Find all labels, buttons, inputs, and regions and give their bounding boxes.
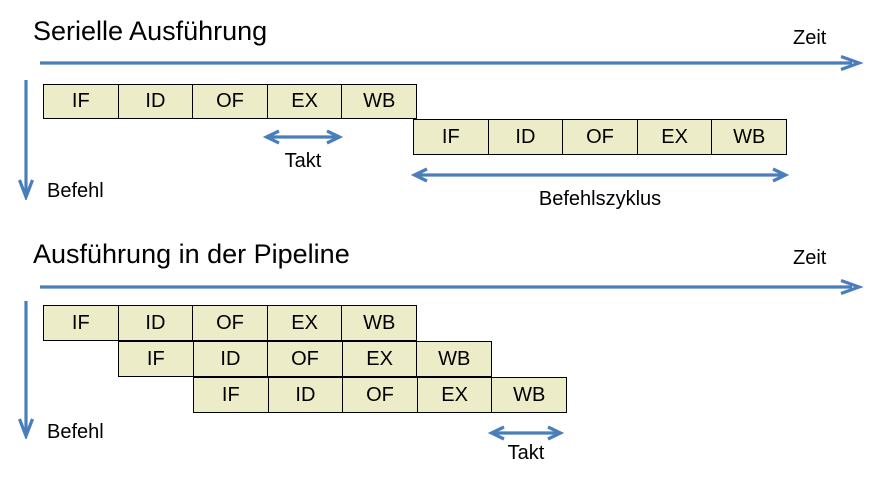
stage-box: EX	[268, 306, 343, 340]
stage-box: EX	[418, 378, 493, 412]
stage-box: OF	[193, 85, 268, 118]
stage-box: OF	[268, 342, 343, 376]
serial-section-title: Serielle Ausführung	[33, 16, 268, 46]
pipeline-section-title: Ausführung in der Pipeline	[33, 239, 350, 269]
pipeline-zeit-label: Zeit	[793, 247, 827, 269]
stage-box: WB	[363, 311, 396, 334]
stage-box: IF	[194, 378, 269, 412]
pipeline-takt-label: Takt	[507, 442, 545, 464]
stage-box: ID	[194, 342, 269, 376]
stage-box: IF	[119, 342, 194, 376]
befehlszyklus-label: Befehlszyklus	[538, 188, 662, 210]
stage-box: OF	[343, 378, 418, 412]
stage-box: ID	[119, 85, 194, 118]
stage-box: OF	[563, 120, 638, 154]
pipeline-zeit-arrow-icon	[40, 278, 864, 296]
stage-box: ID	[119, 306, 194, 340]
serial-zeit-arrow-icon	[40, 54, 864, 72]
stage-box: ID	[269, 378, 344, 412]
stage-box: IF	[44, 306, 119, 340]
stage-box: EX	[268, 85, 343, 118]
stage-box: WB	[363, 90, 396, 112]
serial-takt-label: Takt	[284, 150, 322, 172]
stage-box: WB	[513, 383, 546, 406]
pipeline-befehl-arrow-icon	[18, 301, 34, 439]
stage-box: EX	[638, 120, 713, 154]
stage-box: ID	[489, 120, 564, 154]
serial-befehl-label: Befehl	[47, 180, 104, 202]
stage-box: EX	[343, 342, 418, 376]
pipeline-befehl-label: Befehl	[47, 421, 104, 443]
stage-box: IF	[414, 120, 489, 154]
serial-befehl-arrow-icon	[18, 80, 34, 200]
serial-zeit-label: Zeit	[793, 27, 827, 49]
serial-takt-arrow-icon	[262, 129, 344, 145]
stage-box: WB	[733, 125, 766, 148]
stage-box: OF	[193, 306, 268, 340]
stage-box: WB	[438, 347, 471, 370]
pipeline-takt-arrow-icon	[487, 425, 565, 441]
befehlszyklus-arrow-icon	[410, 167, 790, 183]
stage-box: IF	[44, 85, 119, 118]
